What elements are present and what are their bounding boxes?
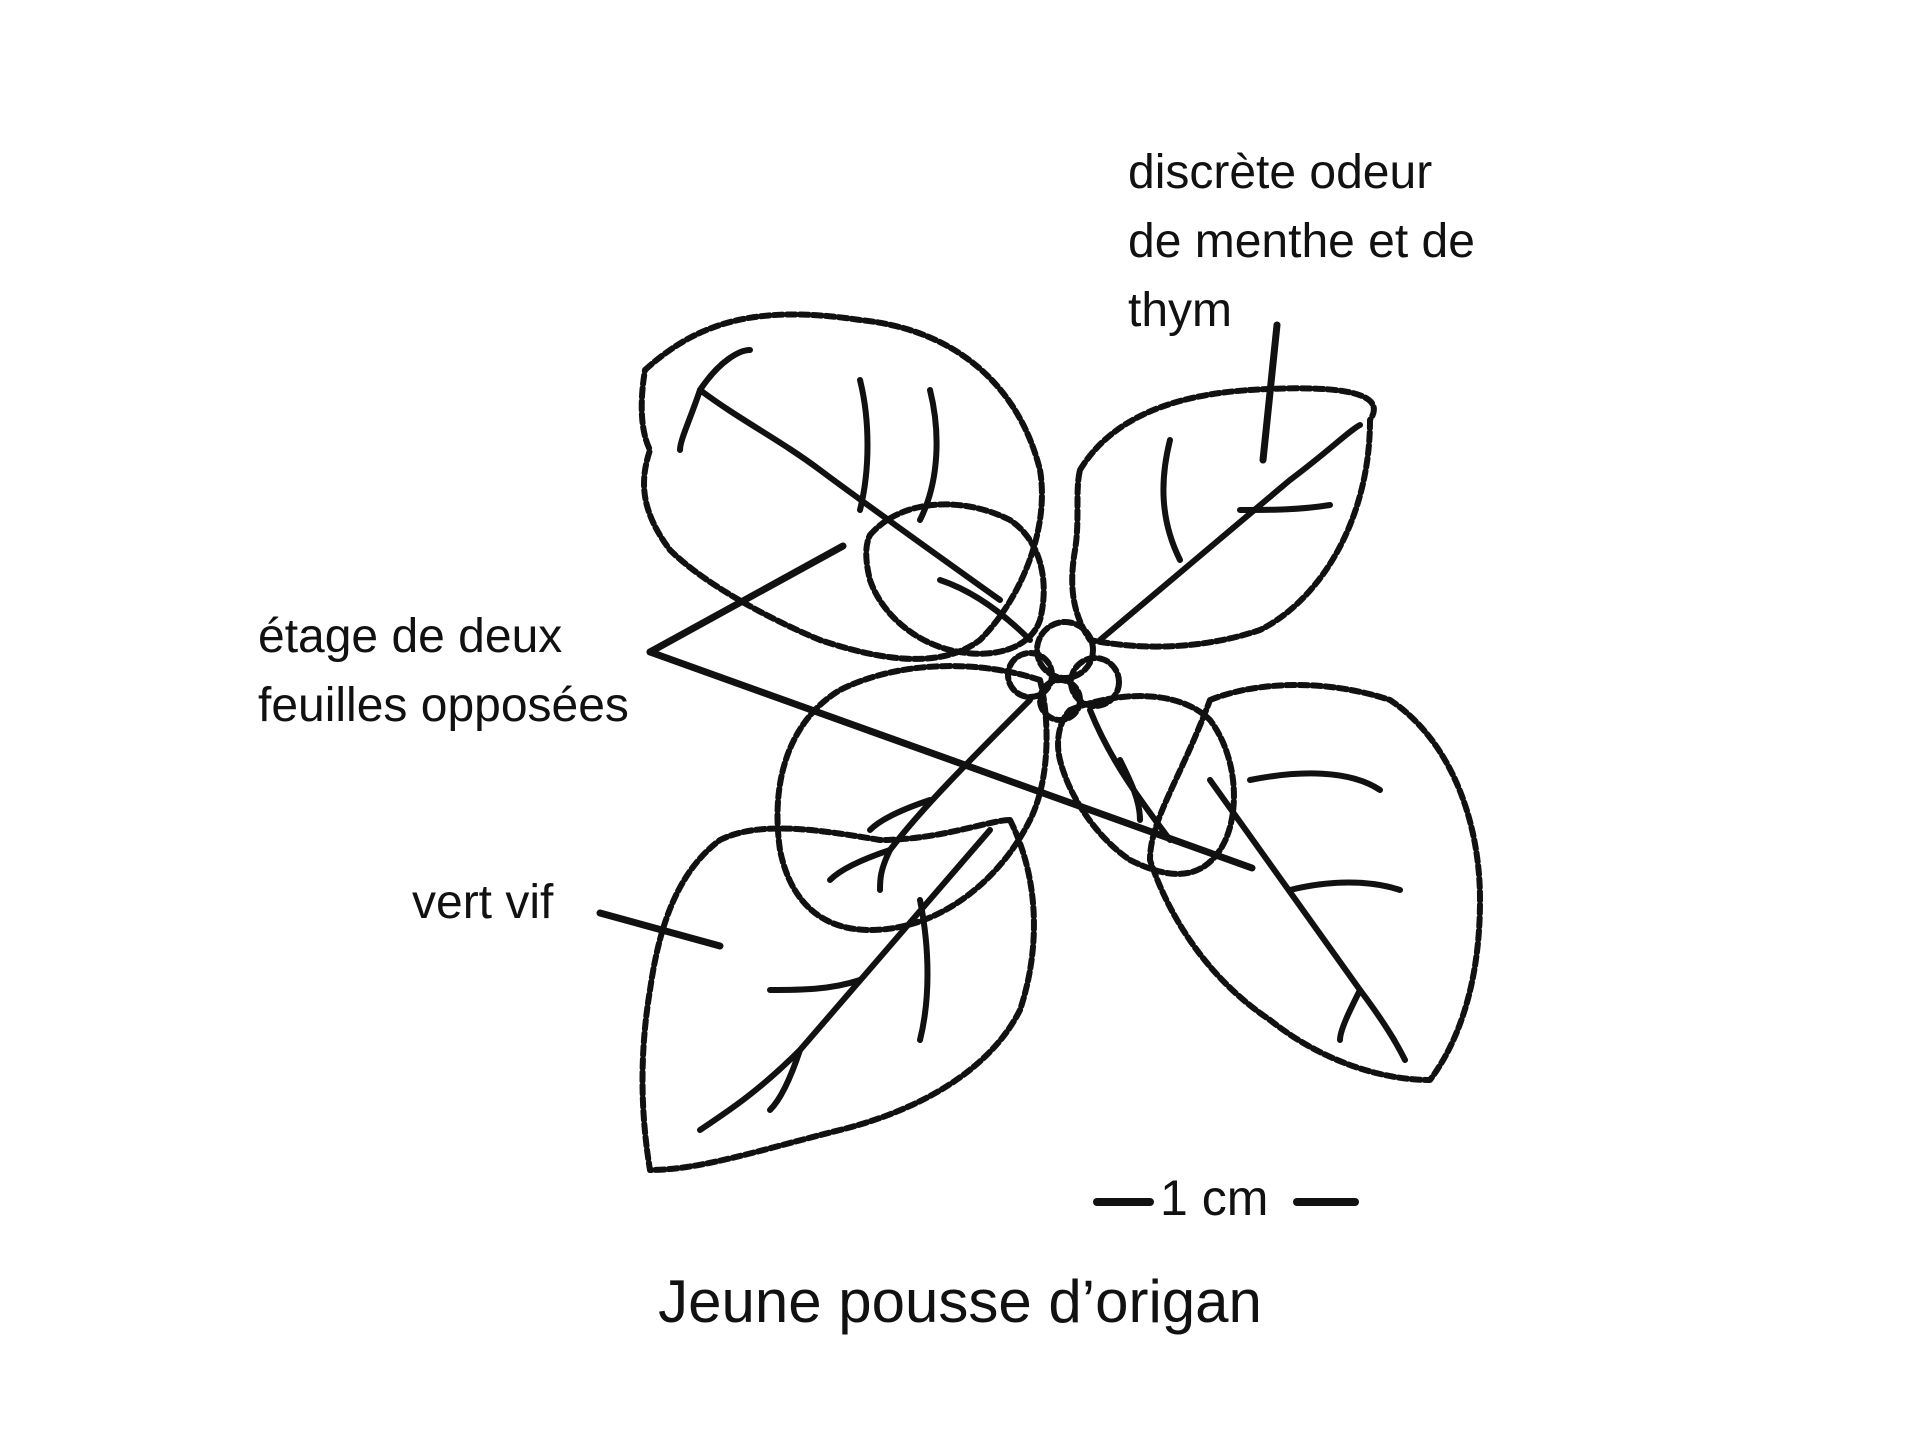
leader-vert bbox=[596, 909, 724, 950]
leader-odeur bbox=[1259, 321, 1281, 464]
leaf-inner-upper-left bbox=[863, 501, 1047, 657]
leaf-lower-left bbox=[639, 817, 1037, 1173]
leaf-lower-right bbox=[1147, 682, 1483, 1083]
scale-bar-label: 1 cm bbox=[1160, 1170, 1269, 1226]
label-vert: vert vif bbox=[412, 876, 554, 929]
leaf-inner-lower-left bbox=[774, 663, 1050, 933]
leaf-top-right bbox=[1069, 385, 1377, 650]
label-etage-line-2: feuilles opposées bbox=[258, 679, 629, 732]
label-odeur-line-1: discrète odeur bbox=[1128, 146, 1433, 199]
label-odeur-line-3: thym bbox=[1128, 284, 1233, 337]
label-odeur-line-2: de menthe et de bbox=[1128, 215, 1475, 268]
leader-etage-lower bbox=[646, 648, 1256, 872]
label-etage-line-1: étage de deux bbox=[258, 610, 563, 663]
label-etage: étage de deux feuilles opposées bbox=[258, 602, 629, 740]
center-bud bbox=[1005, 619, 1122, 723]
label-odeur: discrète odeur de menthe et de thym bbox=[1128, 138, 1475, 345]
leaf-top-left bbox=[638, 311, 1045, 662]
leader-etage-upper bbox=[646, 542, 847, 656]
leaf-inner-lower-right bbox=[1055, 693, 1237, 877]
figure-caption: Jeune pousse d’origan bbox=[658, 1268, 1262, 1335]
